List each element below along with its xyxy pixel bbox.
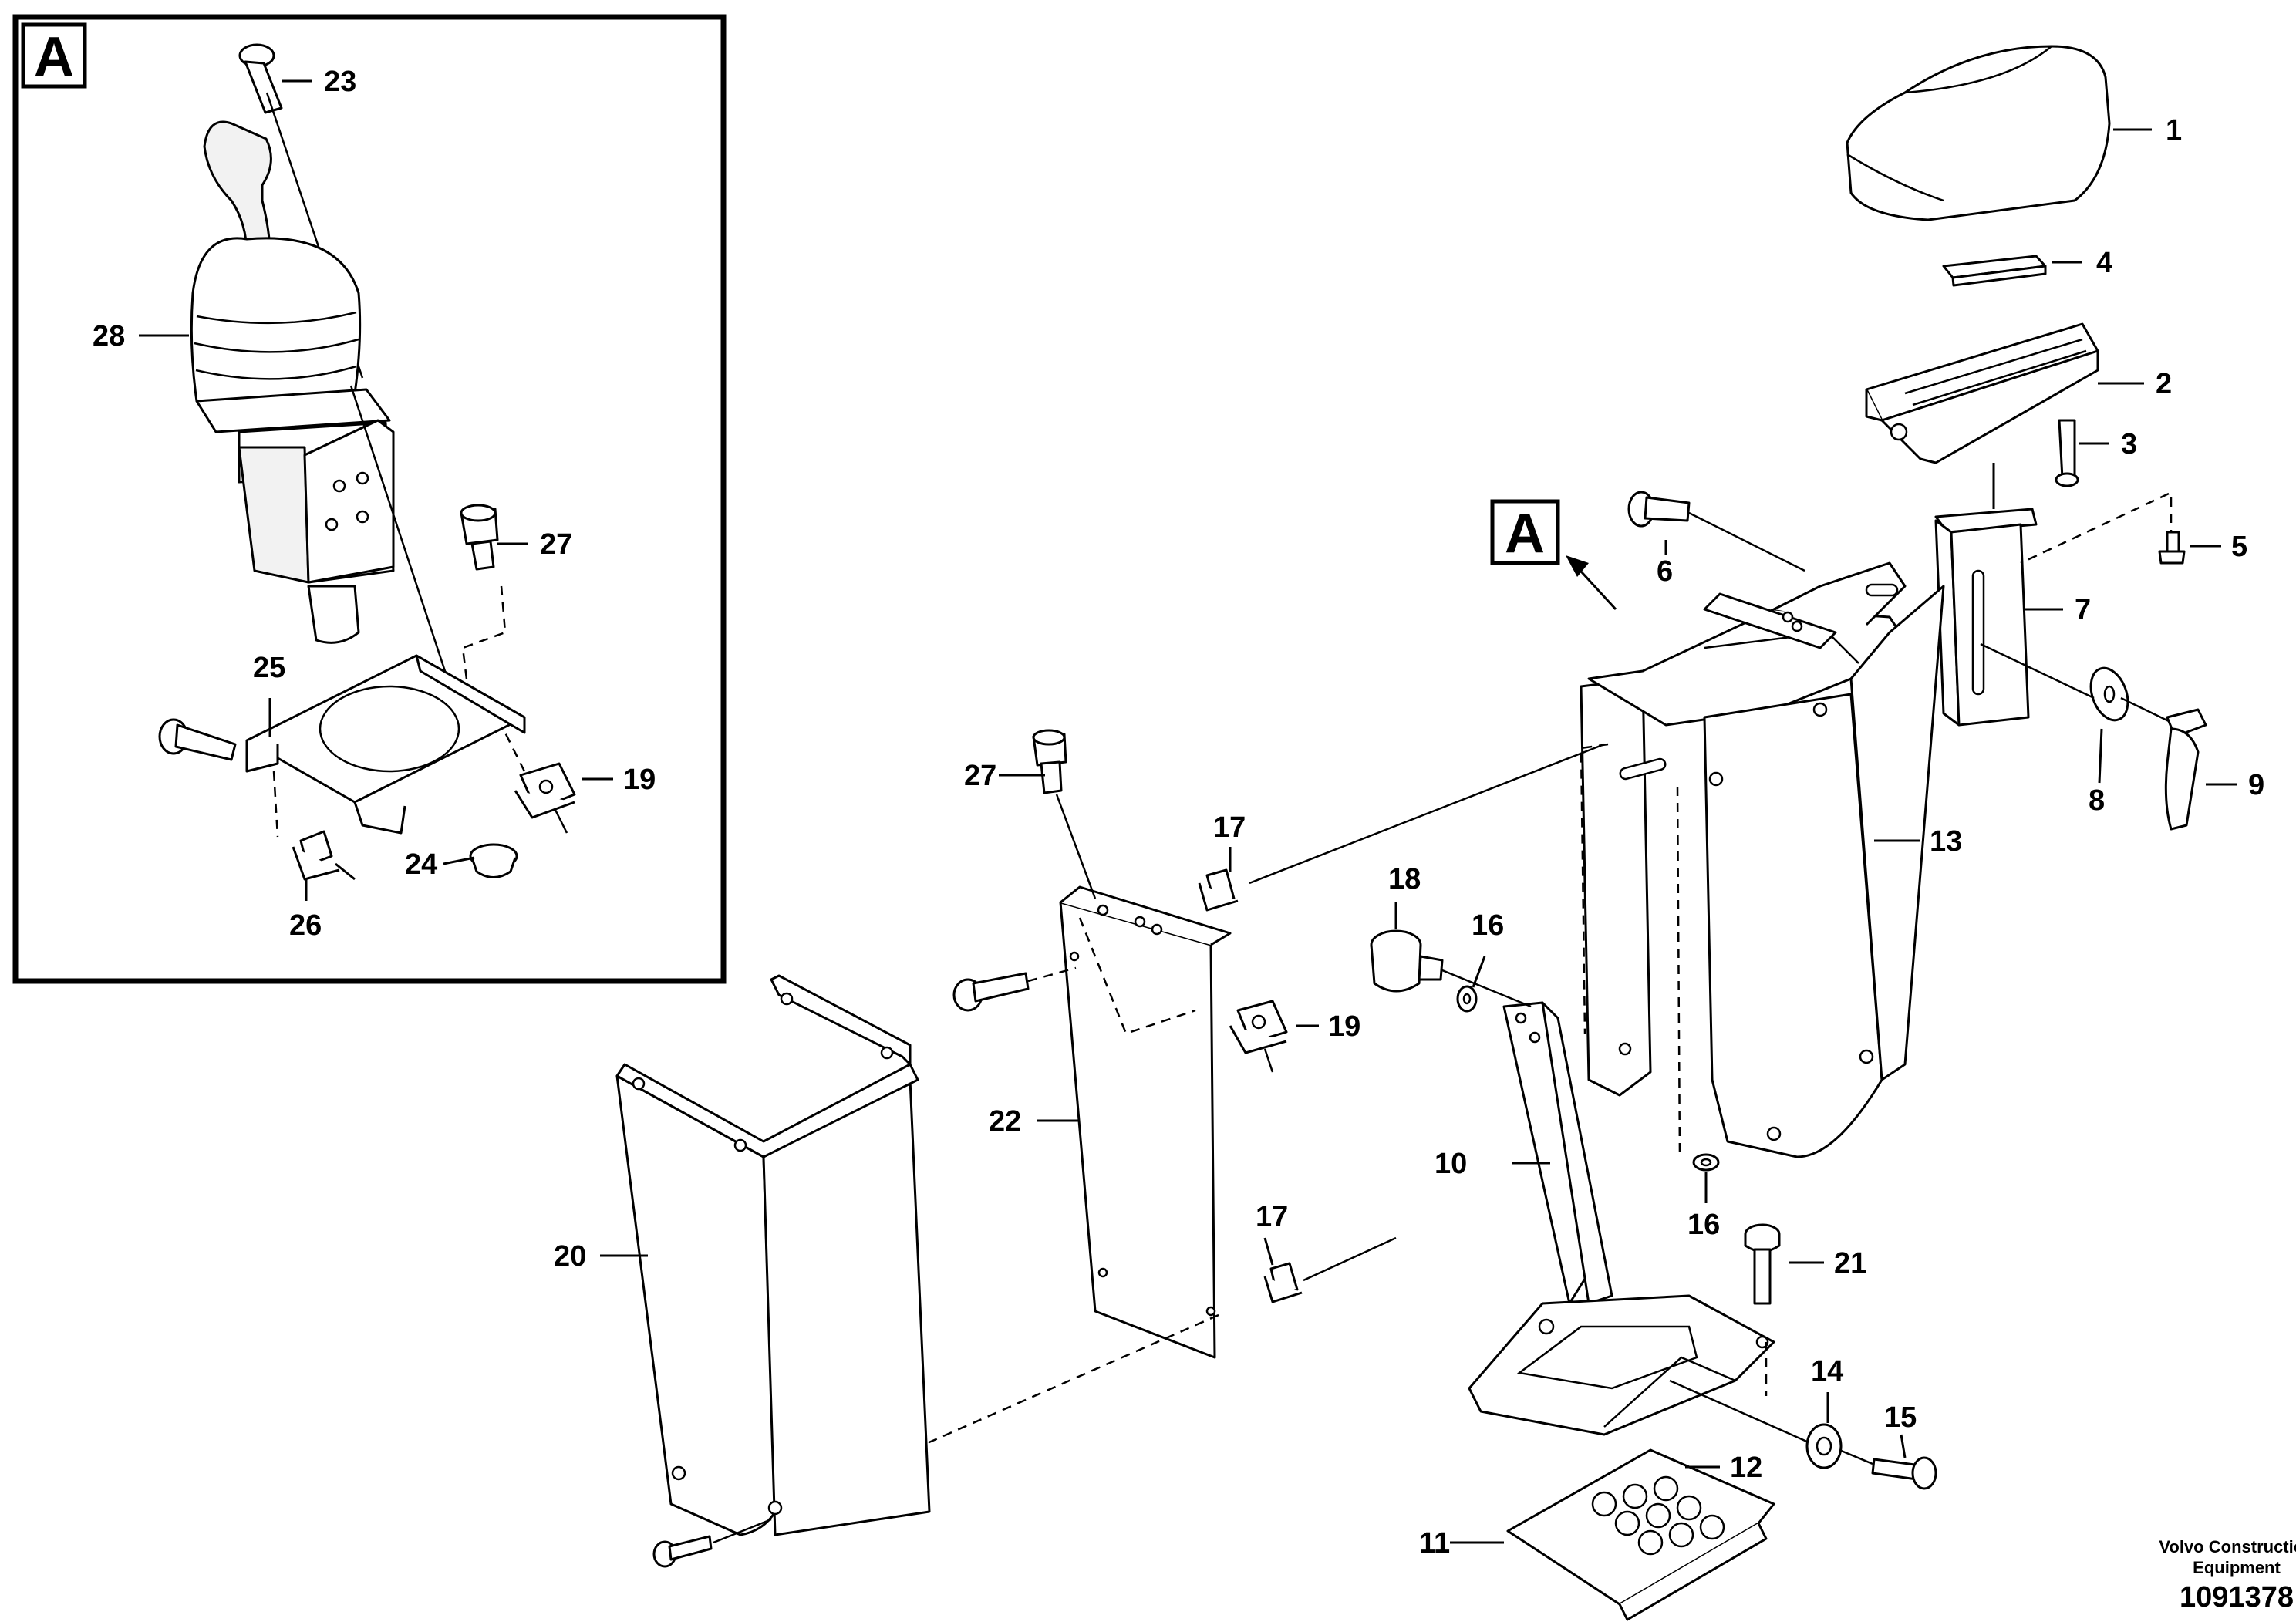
callout-3: 3: [2121, 428, 2137, 460]
callout-18: 18: [1388, 863, 1421, 895]
part-5-screw: [2158, 531, 2186, 565]
part-1-armrest-pad: [1846, 45, 2111, 221]
callout-24: 24: [405, 848, 437, 881]
callout-4: 4: [2096, 247, 2112, 279]
part-14-nut: [1805, 1423, 1843, 1469]
callout-5: 5: [2231, 531, 2247, 563]
part-6-bolt: [1627, 491, 1691, 528]
part-11-rubber-mat: [1506, 1448, 1775, 1621]
callout-10: 10: [1435, 1148, 1467, 1180]
part-25-bolt: [158, 718, 237, 761]
callout-16-upper: 16: [1472, 909, 1504, 942]
callout-leaders: [139, 79, 2237, 1544]
main-view-a-callout: A: [1490, 499, 1617, 611]
part-19-clip-detail: [514, 762, 576, 834]
part-19-clip-main: [1229, 1000, 1288, 1073]
part-15-bolt: [1871, 1456, 1937, 1490]
part-27-screw-main: [1032, 729, 1067, 794]
callout-22: 22: [989, 1105, 1021, 1138]
part-24-grommet: [469, 843, 518, 878]
callout-21: 21: [1834, 1247, 1866, 1280]
detail-frame: [12, 14, 727, 984]
callout-28: 28: [93, 320, 125, 352]
callout-17-upper: 17: [1213, 811, 1246, 844]
callout-14: 14: [1811, 1355, 1843, 1388]
part-4-shim: [1942, 255, 2047, 287]
callout-23: 23: [324, 66, 356, 98]
main-tag-box: [1490, 499, 1560, 565]
brand-line-1: Volvo Construction: [2159, 1537, 2296, 1556]
part-28-joystick: [190, 120, 464, 726]
part-25-plate: [245, 654, 526, 835]
main-tag-label: A: [1505, 503, 1545, 565]
part-20-bolt: [652, 1535, 713, 1568]
callout-27-detail: 27: [540, 528, 572, 561]
callout-25: 25: [253, 652, 285, 684]
part-18-knob: [1370, 929, 1444, 993]
part-8-washer: [2089, 666, 2129, 722]
part-2-slide-rail: [1865, 322, 2099, 464]
callout-19-main: 19: [1328, 1010, 1360, 1043]
callout-26: 26: [289, 909, 322, 942]
dash-27-19: [461, 585, 526, 772]
part-20-front-cover: [615, 974, 931, 1536]
callout-11: 11: [1419, 1527, 1450, 1560]
part-9-handle: [2164, 708, 2207, 831]
callout-labels: 1 4 2 3 5 6 7 8 9 13 16 18 16 21 10 14 1…: [93, 66, 2264, 1560]
part-7-bracket: [1934, 508, 2038, 727]
callout-12: 12: [1730, 1452, 1762, 1484]
callout-27-main: 27: [964, 760, 996, 792]
callout-1: 1: [2166, 114, 2182, 147]
callout-17-lower: 17: [1256, 1201, 1288, 1233]
detail-tag-box: [21, 22, 87, 89]
callout-20: 20: [554, 1240, 586, 1273]
callout-2: 2: [2156, 368, 2172, 400]
callout-9: 9: [2248, 769, 2264, 801]
part-22-side-panel: [1059, 885, 1232, 1359]
part-21-bolt: [1744, 1223, 1781, 1305]
part-27-screw-detail: [460, 504, 499, 571]
detail-tag-label: A: [34, 26, 74, 88]
part-16-washer-upper: [1456, 985, 1478, 1013]
part-10-base-bracket: [1468, 1001, 1775, 1436]
callout-6: 6: [1657, 555, 1673, 588]
callout-8: 8: [2089, 784, 2105, 817]
title-block: Volvo Construction Equipment 1091378: [2159, 1537, 2296, 1614]
callout-13: 13: [1930, 825, 1962, 858]
document-number: 1091378: [2180, 1581, 2294, 1614]
brand-line-2: Equipment: [2193, 1558, 2281, 1577]
part-22-bolt: [952, 972, 1030, 1012]
callout-15: 15: [1884, 1401, 1917, 1434]
callout-7: 7: [2075, 594, 2091, 626]
part-17-clip-upper: [1198, 868, 1239, 912]
detail-view-a: A: [12, 14, 727, 984]
part-26-clip: [292, 830, 356, 881]
part-3-bolt: [2055, 419, 2079, 487]
callout-19-detail: 19: [623, 764, 656, 796]
part-13-console-housing: [1580, 561, 1945, 1158]
part-16-washer-lower: [1692, 1153, 1720, 1172]
callout-16-lower: 16: [1687, 1209, 1720, 1241]
part-17-clip-lower: [1263, 1262, 1303, 1303]
